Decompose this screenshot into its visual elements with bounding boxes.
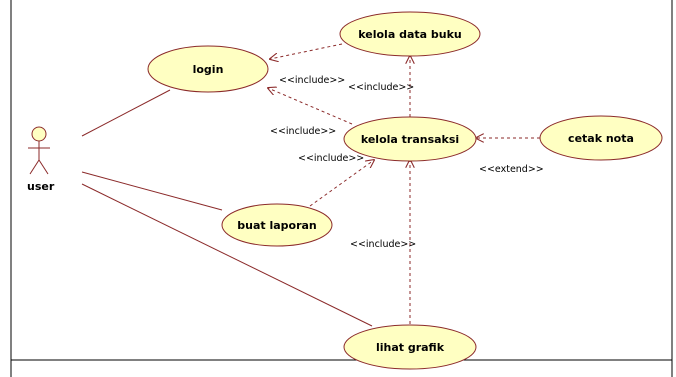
include-kelola-transaksi-login <box>268 88 353 125</box>
include-label-kelola-data-buku: <<include>> <box>348 82 414 93</box>
actor-left-leg <box>29 159 40 175</box>
usecase-kelola-data-buku-ellipse <box>339 11 481 57</box>
association-user-lihat-grafik <box>81 183 373 327</box>
include-label-kelola-transaksi-left: <<include>> <box>270 126 336 137</box>
association-user-login <box>81 89 171 137</box>
include-label-lihat-grafik: <<include>> <box>350 239 416 250</box>
actor-head <box>31 126 47 142</box>
usecase-cetak-nota[interactable]: cetak nota <box>539 115 663 161</box>
actor-right-leg <box>38 159 49 175</box>
extend-label-cetak-nota: <<extend>> <box>479 164 544 175</box>
usecase-buat-laporan-label: buat laporan <box>237 219 317 232</box>
usecase-kelola-data-buku[interactable]: kelola data buku <box>339 11 481 57</box>
usecase-kelola-transaksi-label: kelola transaksi <box>361 133 459 146</box>
usecase-login-ellipse <box>147 45 269 93</box>
include-label-buat-laporan: <<include>> <box>298 153 364 164</box>
usecase-buat-laporan-ellipse <box>221 203 333 247</box>
usecase-lihat-grafik-label: lihat grafik <box>376 341 445 354</box>
include-label-login: <<include>> <box>279 75 345 86</box>
include-buat-laporan-kelola-transaksi <box>309 160 374 207</box>
usecase-buat-laporan[interactable]: buat laporan <box>221 203 333 247</box>
include-kelola-data-buku-login <box>270 43 343 59</box>
actor-label: user <box>27 180 55 193</box>
usecase-cetak-nota-ellipse <box>539 115 663 161</box>
usecase-lihat-grafik[interactable]: lihat grafik <box>343 324 477 370</box>
association-user-buat-laporan <box>81 171 223 211</box>
usecase-login[interactable]: login <box>147 45 269 93</box>
usecase-cetak-nota-label: cetak nota <box>568 132 634 145</box>
usecase-lihat-grafik-ellipse <box>343 324 477 370</box>
usecase-kelola-transaksi-ellipse <box>343 116 477 162</box>
actor-user[interactable]: user <box>27 126 55 193</box>
usecase-kelola-transaksi[interactable]: kelola transaksi <box>343 116 477 162</box>
usecase-login-label: login <box>193 63 224 76</box>
usecase-kelola-data-buku-label: kelola data buku <box>358 28 462 41</box>
